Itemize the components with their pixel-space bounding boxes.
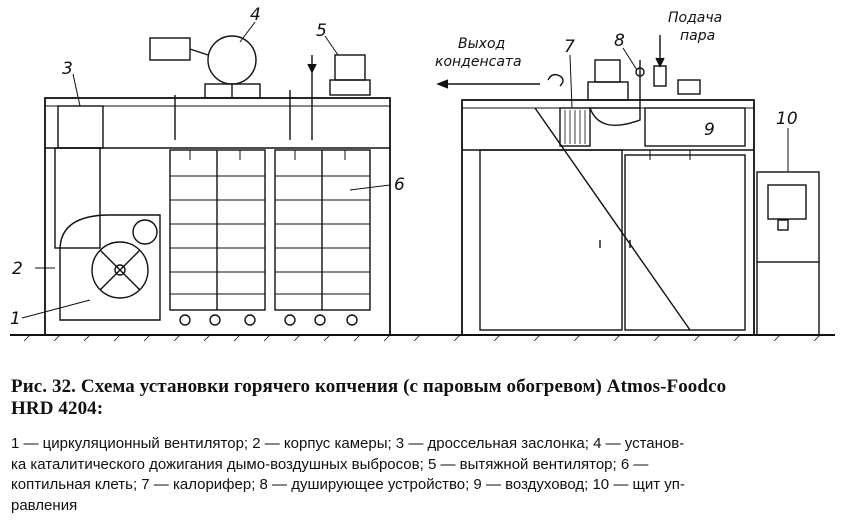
- steam-label-line2: пара: [680, 28, 715, 44]
- label-7: 7: [564, 37, 575, 57]
- schematic-drawing: 1 2 3 4 5 6 7 8 9 10 Выход конденсата По…: [10, 5, 835, 342]
- legend-line-1: 1 — циркуляционный вентилятор; 2 — корпу…: [11, 435, 685, 452]
- right-view: [436, 35, 835, 342]
- figure-legend: 1 — циркуляционный вентилятор; 2 — корпу…: [11, 434, 841, 516]
- caption-line-2: HRD 4204:: [11, 398, 104, 419]
- label-8: 8: [614, 31, 625, 51]
- caption-line-1: Рис. 32. Схема установки горячего копчен…: [11, 376, 727, 397]
- label-5: 5: [316, 21, 327, 41]
- figure-caption: Рис. 32. Схема установки горячего копчен…: [11, 376, 841, 420]
- label-3: 3: [62, 59, 73, 79]
- steam-label-line1: Подача: [668, 10, 722, 26]
- label-1: 1: [10, 309, 21, 329]
- label-10: 10: [776, 109, 798, 129]
- condensate-label-line1: Выход: [458, 36, 505, 52]
- label-6: 6: [394, 175, 405, 195]
- label-4: 4: [250, 5, 261, 25]
- left-view: [10, 21, 440, 342]
- legend-line-2: ка каталитического дожигания дымо-воздуш…: [11, 455, 649, 473]
- legend-line-4: равления: [11, 496, 78, 514]
- condensate-label-line2: конденсата: [435, 54, 522, 70]
- legend-line-3: коптильная клеть; 7 — калорифер; 8 — душ…: [11, 476, 685, 493]
- label-9: 9: [704, 120, 715, 140]
- label-2: 2: [12, 259, 23, 279]
